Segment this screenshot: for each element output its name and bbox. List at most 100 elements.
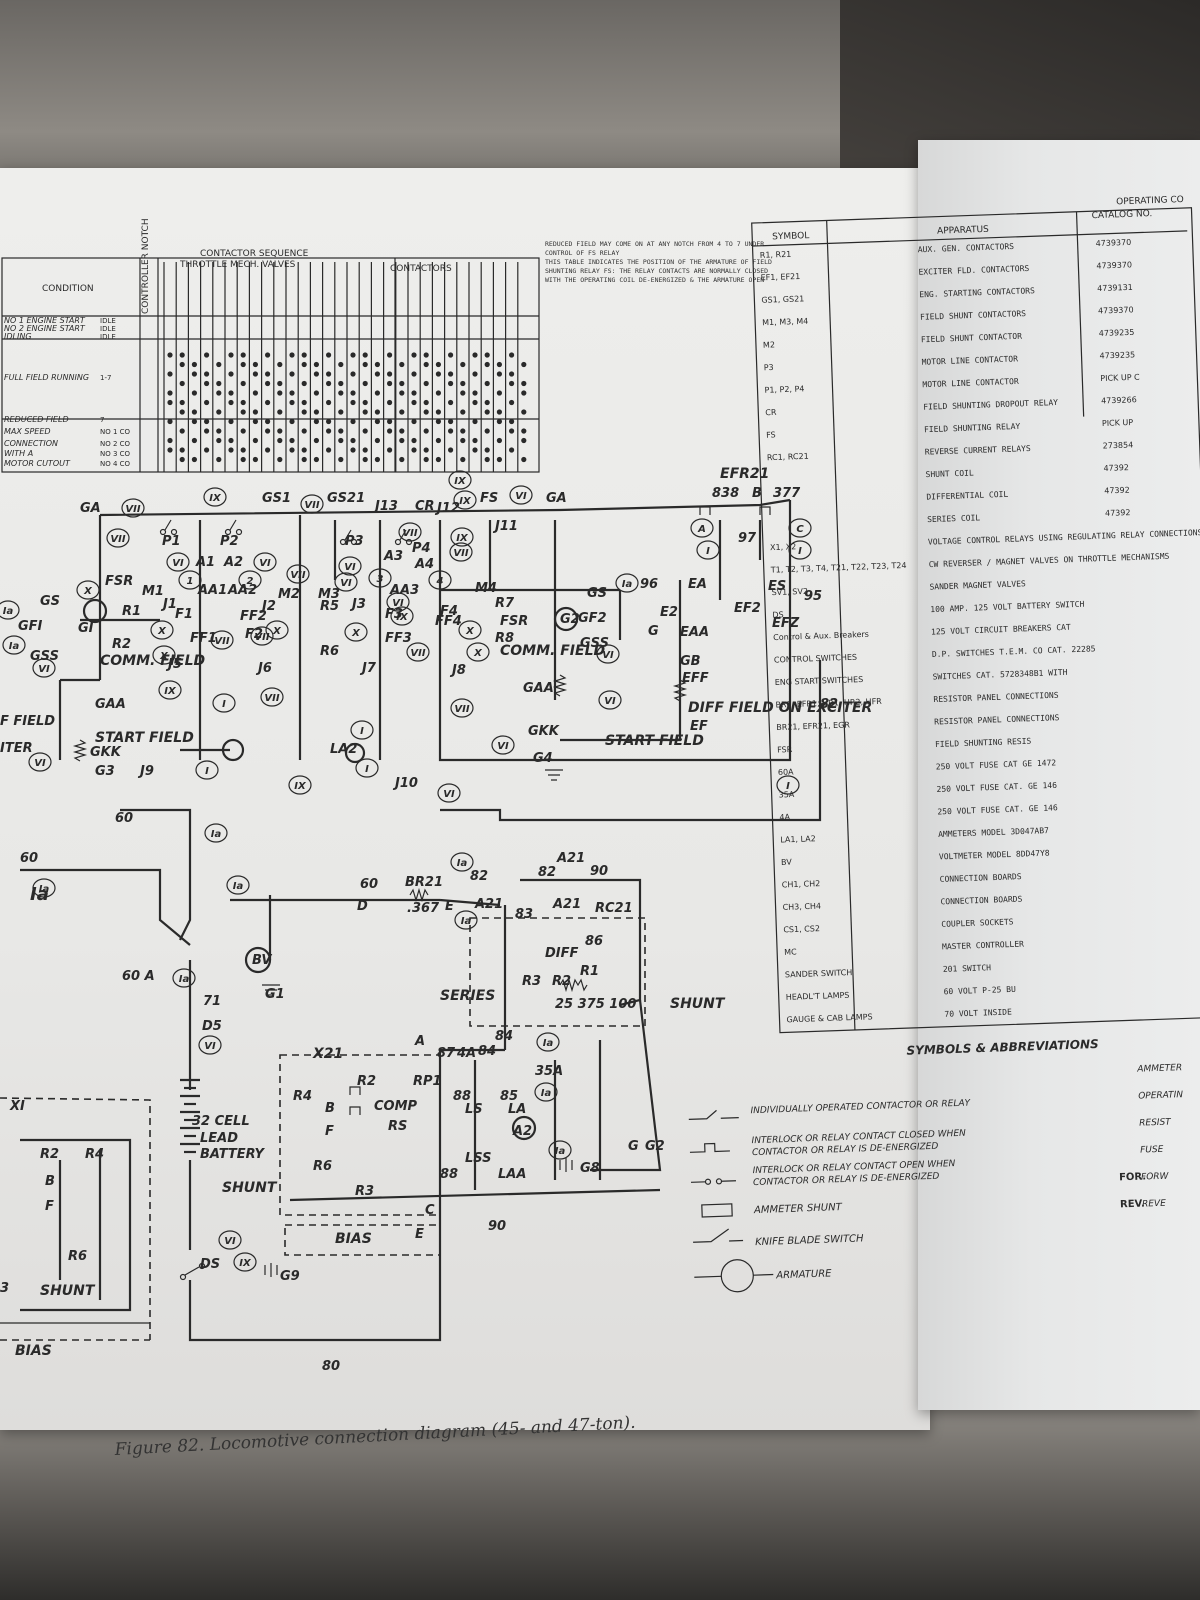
catalog-header: CATALOG NO. — [1091, 209, 1152, 221]
diagram-label: P1 — [162, 534, 181, 549]
apparatus-cell: 201 SWITCH — [943, 963, 992, 974]
sequence-dot — [326, 399, 332, 406]
diagram-label: J7 — [359, 661, 377, 676]
sequence-dot — [484, 456, 490, 463]
sequence-dot — [374, 409, 380, 415]
diagram-label: 60 — [360, 877, 378, 892]
sequence-dot — [460, 456, 466, 463]
sequence-dot — [362, 352, 368, 358]
diagram-label: 88 — [440, 1167, 458, 1182]
diagram-label: 88 — [453, 1089, 471, 1104]
ground-icon — [262, 984, 280, 996]
symbol-cell: Control & Aux. Breakers — [773, 630, 869, 642]
circled-mark-text: VII — [125, 504, 140, 515]
diagram-label: M3 — [318, 587, 340, 602]
resistor-icon — [552, 674, 568, 697]
ground-icon — [559, 1158, 573, 1172]
sequence-dot — [228, 437, 234, 444]
circled-mark: VI — [596, 644, 620, 664]
circled-mark-text: Ia — [543, 1038, 554, 1049]
circled-mark: IX — [158, 680, 182, 700]
sequence-dot — [411, 437, 417, 444]
symbol-cell: RC1, RC21 — [767, 452, 809, 462]
sequence-dot — [484, 428, 490, 434]
sequence-dot — [338, 361, 344, 368]
resistor-icon — [559, 977, 588, 993]
diagram-label: R3 — [355, 1184, 374, 1199]
circled-mark: I — [212, 693, 236, 713]
circled-mark: IX — [453, 490, 477, 510]
sequence-dot — [216, 390, 222, 396]
diagram-label: LSS — [465, 1151, 492, 1166]
sequence-dot — [252, 456, 258, 463]
sequence-dot — [265, 447, 271, 453]
circled-mark: VII — [286, 564, 310, 584]
diagram-label: A1 — [195, 555, 215, 570]
ammeter-shunt-icon — [701, 1203, 733, 1218]
circled-mark-text: Ia — [622, 579, 633, 590]
legend-item: ARMATURE — [775, 1268, 832, 1281]
sequence-dot — [167, 371, 173, 377]
catalog-cell: 47392 — [1103, 463, 1129, 473]
sequence-dot — [374, 371, 380, 377]
diagram-label: GAA — [95, 697, 126, 712]
diagram-label: E2 — [660, 605, 678, 620]
sequence-dot — [326, 371, 332, 377]
sequence-dot — [435, 409, 441, 415]
sequence-dot — [167, 418, 173, 425]
circled-mark: Ia — [536, 1032, 560, 1052]
circled-mark-text: I — [798, 546, 802, 557]
diagram-label: R1 — [122, 604, 141, 619]
circled-mark: 1 — [178, 570, 202, 590]
diagram-label: B — [325, 1101, 335, 1116]
legend-item: KNIFE BLADE SWITCH — [755, 1233, 864, 1248]
symbols-legend: SYMBOLS & ABBREVIATIONS INDIVIDUALLY OPE… — [688, 1037, 1184, 1293]
circled-mark-text: VI — [515, 491, 527, 502]
diagram-label: M2 — [278, 587, 300, 602]
apparatus-cell: FIELD SHUNT CONTACTORS — [920, 309, 1026, 322]
sequence-dot — [265, 418, 271, 425]
sequence-dot — [252, 361, 258, 368]
diagram-label: LAA — [498, 1167, 526, 1182]
sequence-dot — [509, 447, 515, 453]
diagram-label: COMP — [374, 1099, 418, 1114]
sequence-dot — [301, 447, 307, 453]
notch-cell: IDLE — [100, 325, 116, 333]
sequence-dot — [399, 390, 405, 396]
contactors-header: CONTACTORS — [390, 264, 452, 274]
sequence-dot — [411, 390, 417, 396]
diagram-label: J12 — [434, 501, 460, 516]
diagram-label: 60 — [20, 851, 38, 866]
sequence-dot — [387, 399, 393, 406]
diagram-label: FF2 — [240, 609, 267, 624]
apparatus-cell: FIELD SHUNTING RELAY — [924, 422, 1021, 434]
diagram-label: FF1 — [190, 631, 217, 646]
circled-mark-text: VII — [214, 636, 229, 647]
sequence-dot — [228, 418, 234, 425]
circled-mark-text: VI — [344, 562, 356, 573]
diagram-label: 86 — [585, 934, 603, 949]
armature-icon — [553, 606, 579, 632]
symbol-cell: MC — [784, 947, 797, 956]
sequence-dot — [277, 456, 283, 463]
circled-mark-text: VII — [402, 528, 417, 539]
condition-cell: FULL FIELD RUNNING — [4, 373, 89, 382]
sequence-dot — [313, 361, 319, 368]
sequence-dot — [216, 409, 222, 415]
diagram-label: SHUNT — [670, 996, 726, 1012]
diagram-label: START FIELD — [605, 733, 704, 749]
circled-mark: VI — [491, 735, 515, 755]
contact-icons — [159, 506, 771, 1281]
diagram-label: G3 — [95, 764, 115, 779]
circled-mark: VI — [32, 658, 56, 678]
diagram-label: GA — [80, 501, 101, 516]
sequence-dot — [204, 447, 210, 453]
circled-mark-text: IX — [239, 1258, 252, 1269]
circled-mark-text: X — [159, 651, 169, 662]
sequence-dot — [313, 456, 319, 463]
apparatus-cell: MASTER CONTROLLER — [942, 940, 1024, 952]
circled-mark: VI — [437, 783, 461, 803]
legend-right-items: AMMETEROPERATINRESISTFUSEFORWREVEFOR.REV… — [1119, 1063, 1184, 1210]
circled-mark-text: 3 — [377, 574, 384, 585]
